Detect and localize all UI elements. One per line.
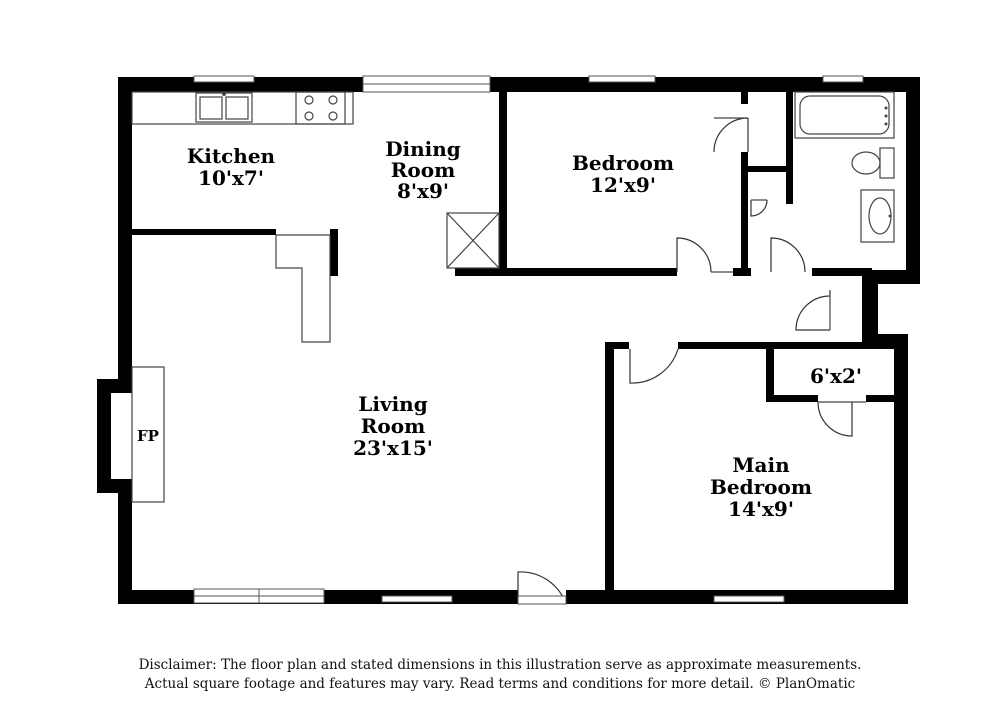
closet-size: 6'x2' <box>810 364 862 388</box>
bathtub <box>794 91 895 139</box>
kitchen-peninsula <box>275 234 331 343</box>
bedroom-label: Bedroom <box>572 151 674 175</box>
main-bedroom-label-1: Main <box>732 453 790 477</box>
fireplace-label: FP <box>137 427 159 445</box>
dining-cabinet <box>446 212 500 269</box>
doors <box>517 117 866 605</box>
dining-label-2: Room <box>391 158 455 182</box>
disclaimer: Disclaimer: The floor plan and stated di… <box>0 656 1000 694</box>
windows <box>193 75 864 604</box>
living-size: 23'x15' <box>353 436 433 460</box>
main-bedroom-label-2: Bedroom <box>710 475 812 499</box>
interior-walls <box>130 88 898 596</box>
bathroom-fixtures <box>794 91 895 243</box>
main-bedroom-size: 14'x9' <box>728 497 794 521</box>
living-label-2: Room <box>361 414 425 438</box>
fireplace <box>131 366 165 503</box>
dining-size: 8'x9' <box>397 179 449 203</box>
toilet <box>879 147 895 179</box>
living-label-1: Living <box>358 392 427 416</box>
dining-label-1: Dining <box>385 137 461 161</box>
kitchen-label: Kitchen <box>187 144 276 168</box>
room-labels: Kitchen 10'x7' Dining Room 8'x9' Bedroom… <box>137 137 862 521</box>
disclaimer-line-2: Actual square footage and features may v… <box>144 676 856 692</box>
vanity <box>860 189 895 243</box>
bedroom-size: 12'x9' <box>590 173 656 197</box>
kitchen-size: 10'x7' <box>198 166 264 190</box>
disclaimer-line-1: Disclaimer: The floor plan and stated di… <box>138 657 862 673</box>
kitchen-fixtures <box>131 91 354 125</box>
